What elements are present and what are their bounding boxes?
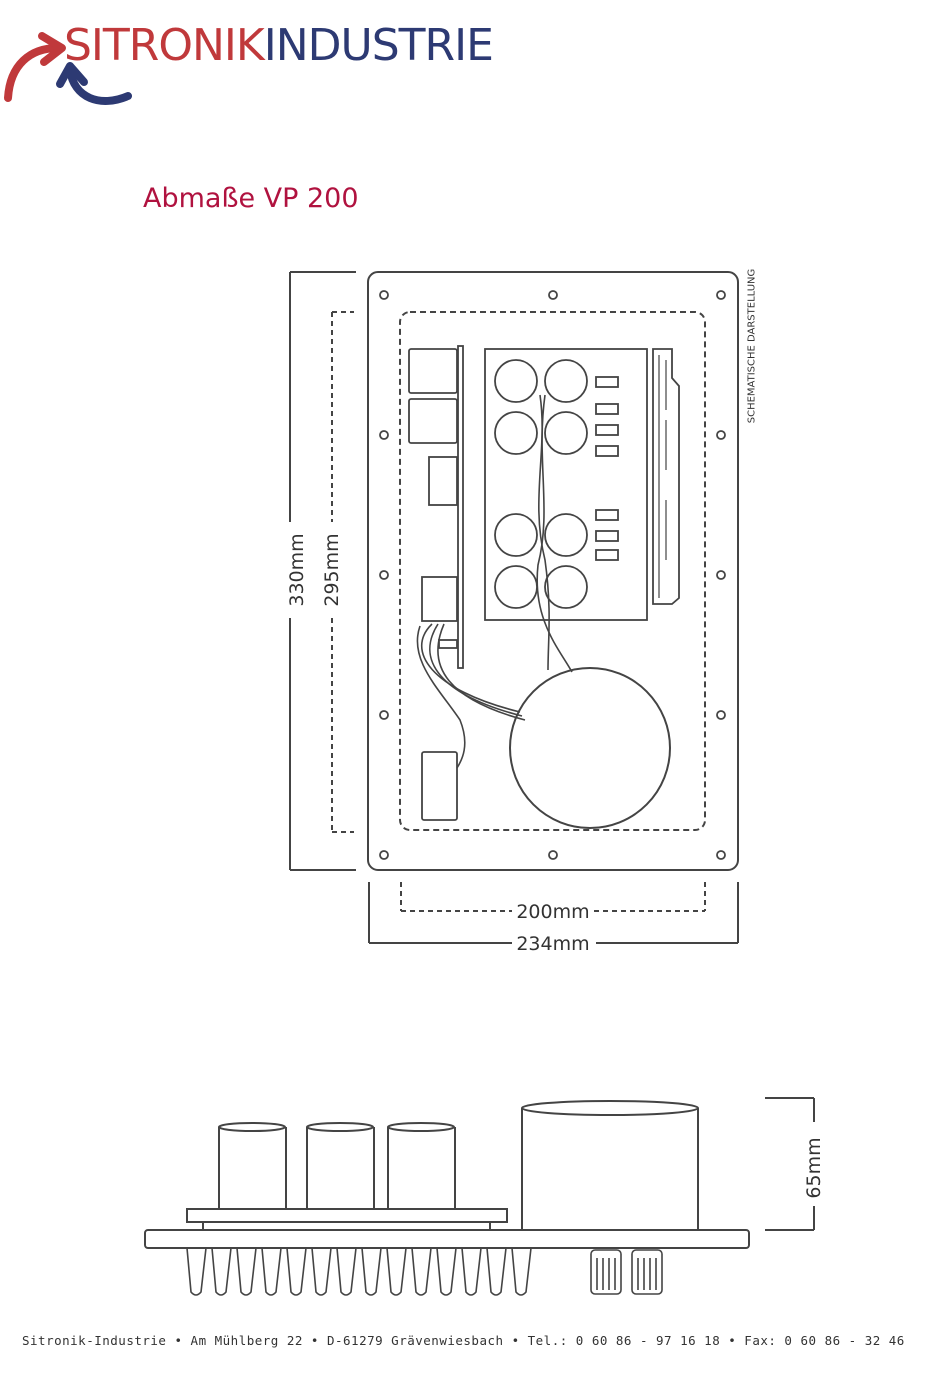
screw-hole [548, 290, 558, 300]
screw-hole [379, 850, 389, 860]
dim-width-outer [368, 882, 739, 944]
page-title: Abmaße VP 200 [143, 183, 359, 214]
brand-name: SITRONIKINDUSTRIE [64, 24, 494, 68]
brand-name-part1: SITRONIK [64, 20, 265, 71]
screw-holes [379, 290, 726, 860]
brand-logo: SITRONIKINDUSTRIE [0, 10, 494, 120]
side-knobs [590, 1249, 663, 1295]
screw-hole [716, 430, 726, 440]
side-plate [144, 1229, 750, 1249]
screw-hole [716, 850, 726, 860]
screw-hole [548, 850, 558, 860]
toroid-transformer [509, 667, 671, 829]
side-heatsink-fins [186, 1247, 532, 1296]
board-outline [484, 348, 648, 621]
resistor [595, 376, 619, 388]
board-edge [457, 345, 464, 669]
component-block [408, 398, 458, 444]
capacitor [544, 513, 588, 557]
dim-depth [765, 1097, 815, 1231]
side-board [186, 1208, 508, 1223]
brand-name-part2: INDUSTRIE [263, 20, 494, 71]
label-depth: 65mm [803, 1137, 825, 1198]
capacitor-board [484, 348, 648, 621]
dim-width-inner [400, 882, 706, 912]
resistor [595, 403, 619, 415]
cutout-outline [399, 311, 706, 831]
screw-hole [716, 710, 726, 720]
screw-hole [716, 290, 726, 300]
capacitor [494, 513, 538, 557]
component-block [421, 751, 458, 821]
label-width-inner: 200mm [516, 901, 589, 923]
dim-height-inner [331, 311, 354, 833]
capacitor [544, 359, 588, 403]
capacitor [494, 411, 538, 455]
screw-hole [379, 430, 389, 440]
capacitor [544, 411, 588, 455]
capacitor [494, 359, 538, 403]
screw-hole [379, 710, 389, 720]
component-block [408, 348, 458, 394]
side-capacitors [218, 1122, 456, 1209]
capacitor [544, 565, 588, 609]
component-block [428, 456, 458, 506]
label-height-inner: 295mm [321, 533, 343, 606]
left-board [408, 345, 464, 821]
side-transformer [521, 1100, 699, 1230]
screw-hole [379, 570, 389, 580]
capacitor [494, 565, 538, 609]
logo-arrows-icon [4, 32, 132, 105]
label-height-outer: 330mm [286, 533, 308, 606]
resistor [595, 509, 619, 521]
screw-hole [379, 290, 389, 300]
resistor [595, 424, 619, 436]
connector [438, 639, 458, 649]
wiring [416, 394, 573, 769]
company-footer: Sitronik-Industrie • Am Mühlberg 22 • D-… [22, 1333, 905, 1348]
heatsink-bracket [652, 348, 680, 605]
mounting-plate [367, 271, 739, 871]
heatsink-fins [658, 355, 667, 598]
dim-height-outer [289, 271, 356, 871]
component-block [421, 576, 458, 622]
label-width-outer: 234mm [516, 933, 589, 955]
resistor [595, 549, 619, 561]
side-view [144, 1097, 815, 1296]
schematic-note: SCHEMATISCHE DARSTELLUNG [747, 269, 758, 424]
resistor [595, 445, 619, 457]
resistor [595, 530, 619, 542]
screw-hole [716, 570, 726, 580]
